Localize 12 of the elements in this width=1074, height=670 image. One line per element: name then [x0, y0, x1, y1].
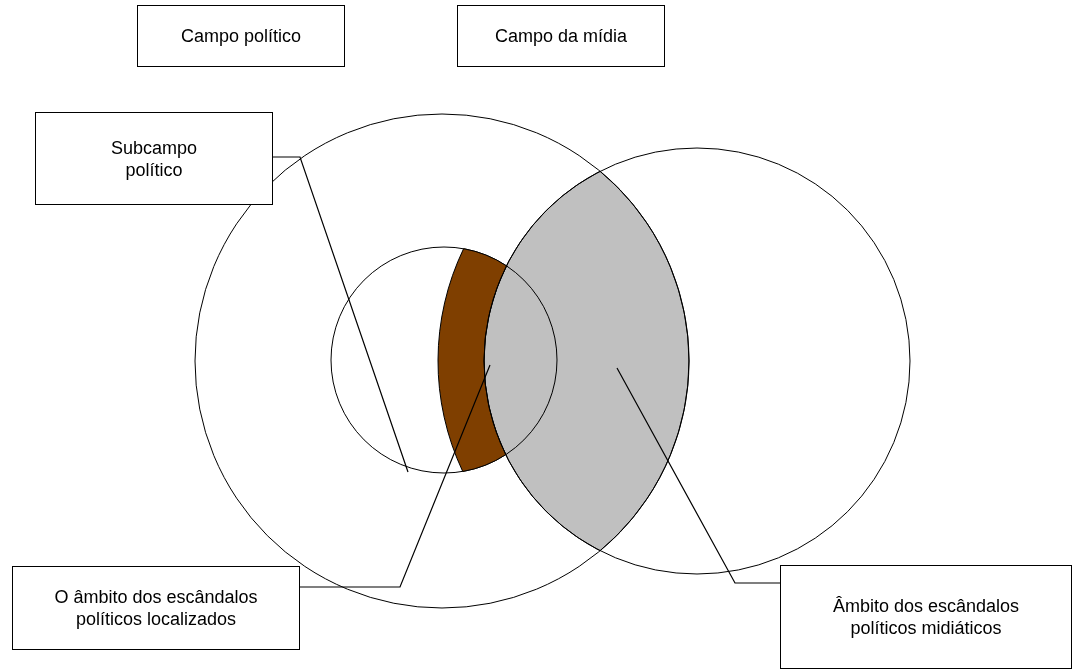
label-box: Campo da mídia: [457, 5, 665, 67]
leader-line: [299, 364, 491, 588]
label-box: Subcampo político: [35, 112, 273, 205]
crescent-region: [437, 248, 507, 472]
field-circle: [330, 246, 558, 474]
label-box: O âmbito dos escândalos políticos localizados: [12, 566, 300, 650]
leader-line: [616, 367, 781, 584]
label-box: Campo político: [137, 5, 345, 67]
label-box: Âmbito dos escândalos políticos midiáticos: [780, 565, 1072, 669]
overlap-region: [483, 170, 690, 552]
leader-line: [272, 156, 409, 473]
field-circle: [483, 147, 911, 575]
